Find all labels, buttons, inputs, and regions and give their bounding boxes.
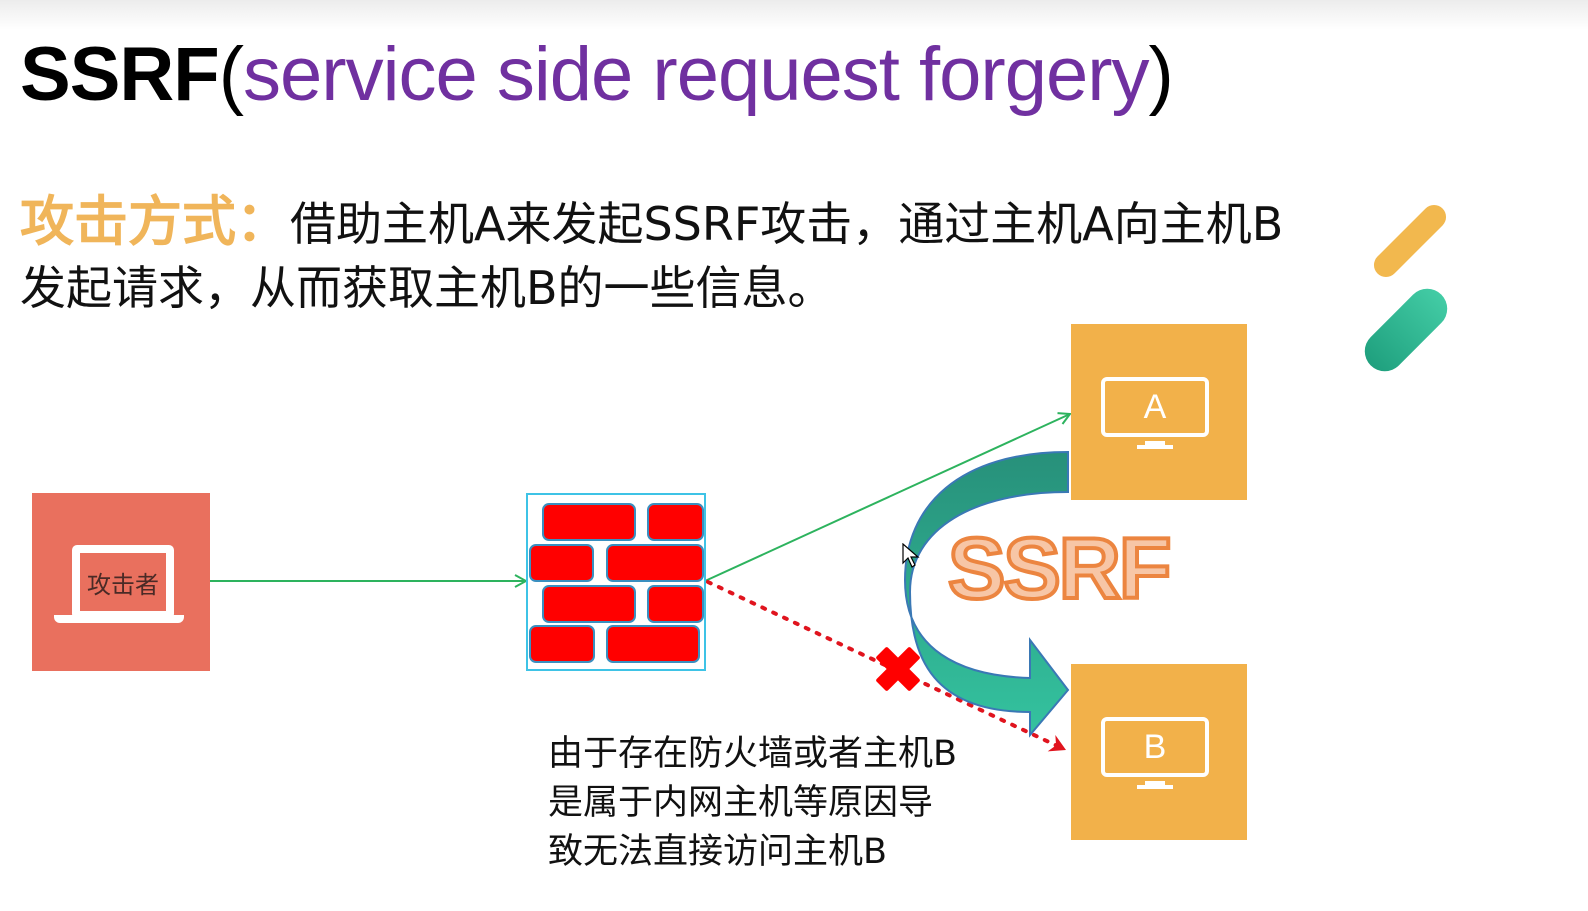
note-line: 致无法直接访问主机B bbox=[548, 832, 888, 872]
host-b-label: B bbox=[1143, 727, 1167, 766]
monitor-stand-base bbox=[1137, 785, 1173, 789]
ssrf-wordart: SSRF bbox=[946, 519, 1173, 619]
firewall-to-host-a-arrow bbox=[704, 414, 1070, 582]
ssrf-curved-arrow bbox=[903, 450, 1070, 738]
blocked-x-icon bbox=[876, 647, 920, 691]
monitor-icon: A bbox=[1101, 377, 1209, 437]
host-a-node: A bbox=[1071, 324, 1247, 500]
monitor-stand bbox=[1145, 781, 1165, 787]
top-gradient-band bbox=[0, 0, 1588, 30]
note-line: 由于存在防火墙或者主机B bbox=[548, 734, 958, 774]
monitor-stand-base bbox=[1137, 445, 1173, 449]
title-open-paren: ( bbox=[218, 32, 244, 117]
attack-method-text: 借助主机A来发起SSRF攻击，通过主机A向主机B发起请求，从而获取主机B的一些信… bbox=[20, 197, 1284, 315]
attacker-node: 攻击者 bbox=[32, 493, 210, 671]
note-line: 是属于内网主机等原因导 bbox=[548, 783, 934, 823]
attack-method-label: 攻击方式： bbox=[20, 190, 290, 253]
title-close-paren: ) bbox=[1148, 32, 1174, 117]
page-title: SSRF(service side request forgery) bbox=[20, 20, 1174, 130]
laptop-icon: 攻击者 bbox=[72, 545, 174, 619]
monitor-icon: B bbox=[1101, 717, 1209, 777]
monitor-stand bbox=[1145, 441, 1165, 447]
attacker-label: 攻击者 bbox=[87, 570, 159, 599]
host-a-label: A bbox=[1143, 387, 1167, 426]
title-main: SSRF bbox=[20, 32, 220, 117]
firewall-icon bbox=[526, 493, 706, 671]
firewall-note: 由于存在防火墙或者主机B 是属于内网主机等原因导 致无法直接访问主机B bbox=[548, 730, 957, 877]
laptop-base bbox=[54, 615, 184, 623]
attack-description: 攻击方式：借助主机A来发起SSRF攻击，通过主机A向主机B发起请求，从而获取主机… bbox=[20, 190, 1320, 320]
title-subtitle: service side request forgery bbox=[243, 32, 1150, 117]
mouse-cursor-icon bbox=[902, 543, 920, 568]
host-b-node: B bbox=[1071, 664, 1247, 840]
